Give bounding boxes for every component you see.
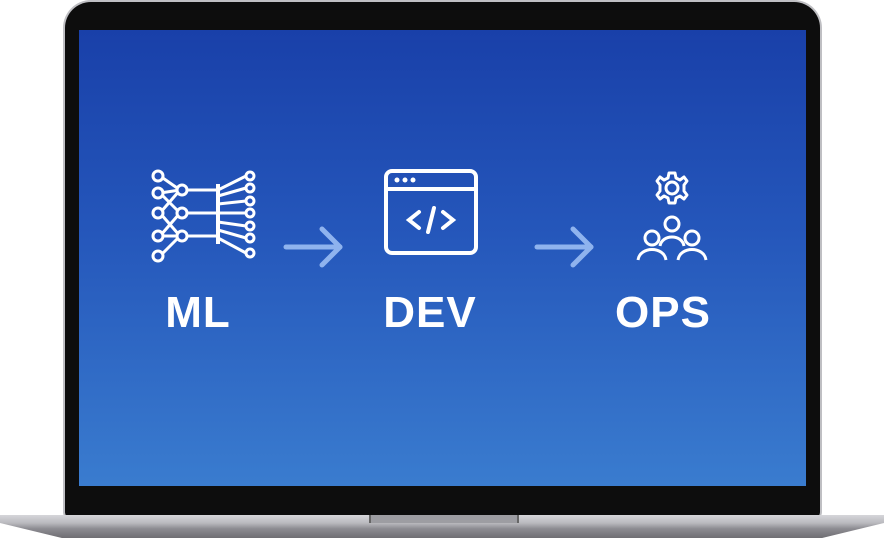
neural-network-icon [151, 169, 256, 263]
stage-label-ml: ML [165, 288, 231, 337]
laptop-base [0, 515, 884, 538]
team-gear-icon [636, 171, 708, 261]
code-window-icon [384, 169, 478, 255]
arrow-right-icon [283, 226, 343, 268]
laptop-hinge-notch [369, 515, 519, 523]
stage-label-dev: DEV [383, 288, 477, 337]
arrow-right-icon [534, 226, 594, 268]
stage-label-ops: OPS [615, 288, 711, 337]
laptop-screen [79, 30, 806, 486]
